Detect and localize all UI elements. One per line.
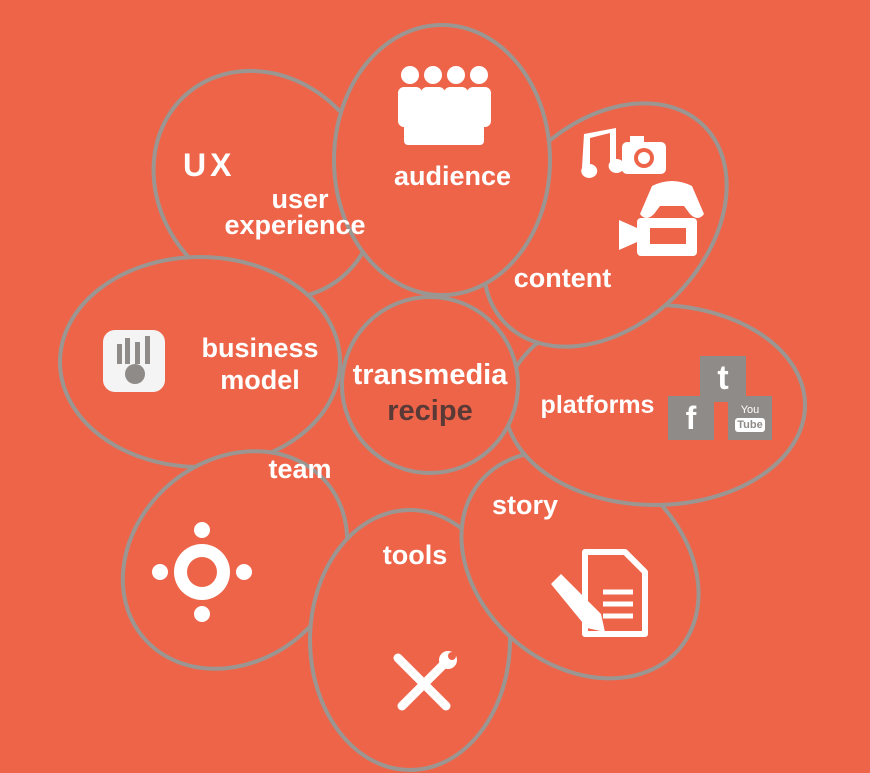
business-label-line2: model [220, 365, 300, 395]
team-circle-icon [152, 522, 252, 622]
media-icons [581, 128, 704, 256]
chart-app-icon [103, 330, 165, 392]
audience-label: audience [393, 161, 512, 191]
youtube-tube: Tube [735, 418, 765, 432]
content-label: content [513, 263, 612, 293]
center-subtitle: recipe [387, 395, 473, 427]
ux-label-line1: user [271, 184, 329, 214]
petal-audience [332, 23, 552, 297]
center-circle [340, 295, 520, 475]
document-pencil-icon [551, 549, 648, 637]
tools-label: tools [382, 540, 448, 570]
petal-tools [308, 508, 512, 772]
platforms-label: platforms [540, 391, 655, 419]
petal-team [120, 449, 350, 671]
wrench-screwdriver-icon [393, 651, 457, 711]
ux-label-line2: experience [224, 210, 366, 240]
youtube-icon: You Tube [728, 396, 772, 440]
team-label: team [268, 454, 332, 484]
twitter-icon: t [700, 356, 746, 402]
people-group-icon [398, 66, 491, 145]
ux-abbr: UX [183, 147, 236, 183]
gamepad-icon [640, 181, 704, 218]
business-label-line1: business [201, 333, 319, 363]
story-label: story [491, 490, 559, 520]
youtube-you: You [740, 404, 760, 416]
music-note-icon [581, 128, 625, 178]
center-title: transmedia [352, 359, 508, 391]
facebook-icon: f [668, 396, 714, 440]
